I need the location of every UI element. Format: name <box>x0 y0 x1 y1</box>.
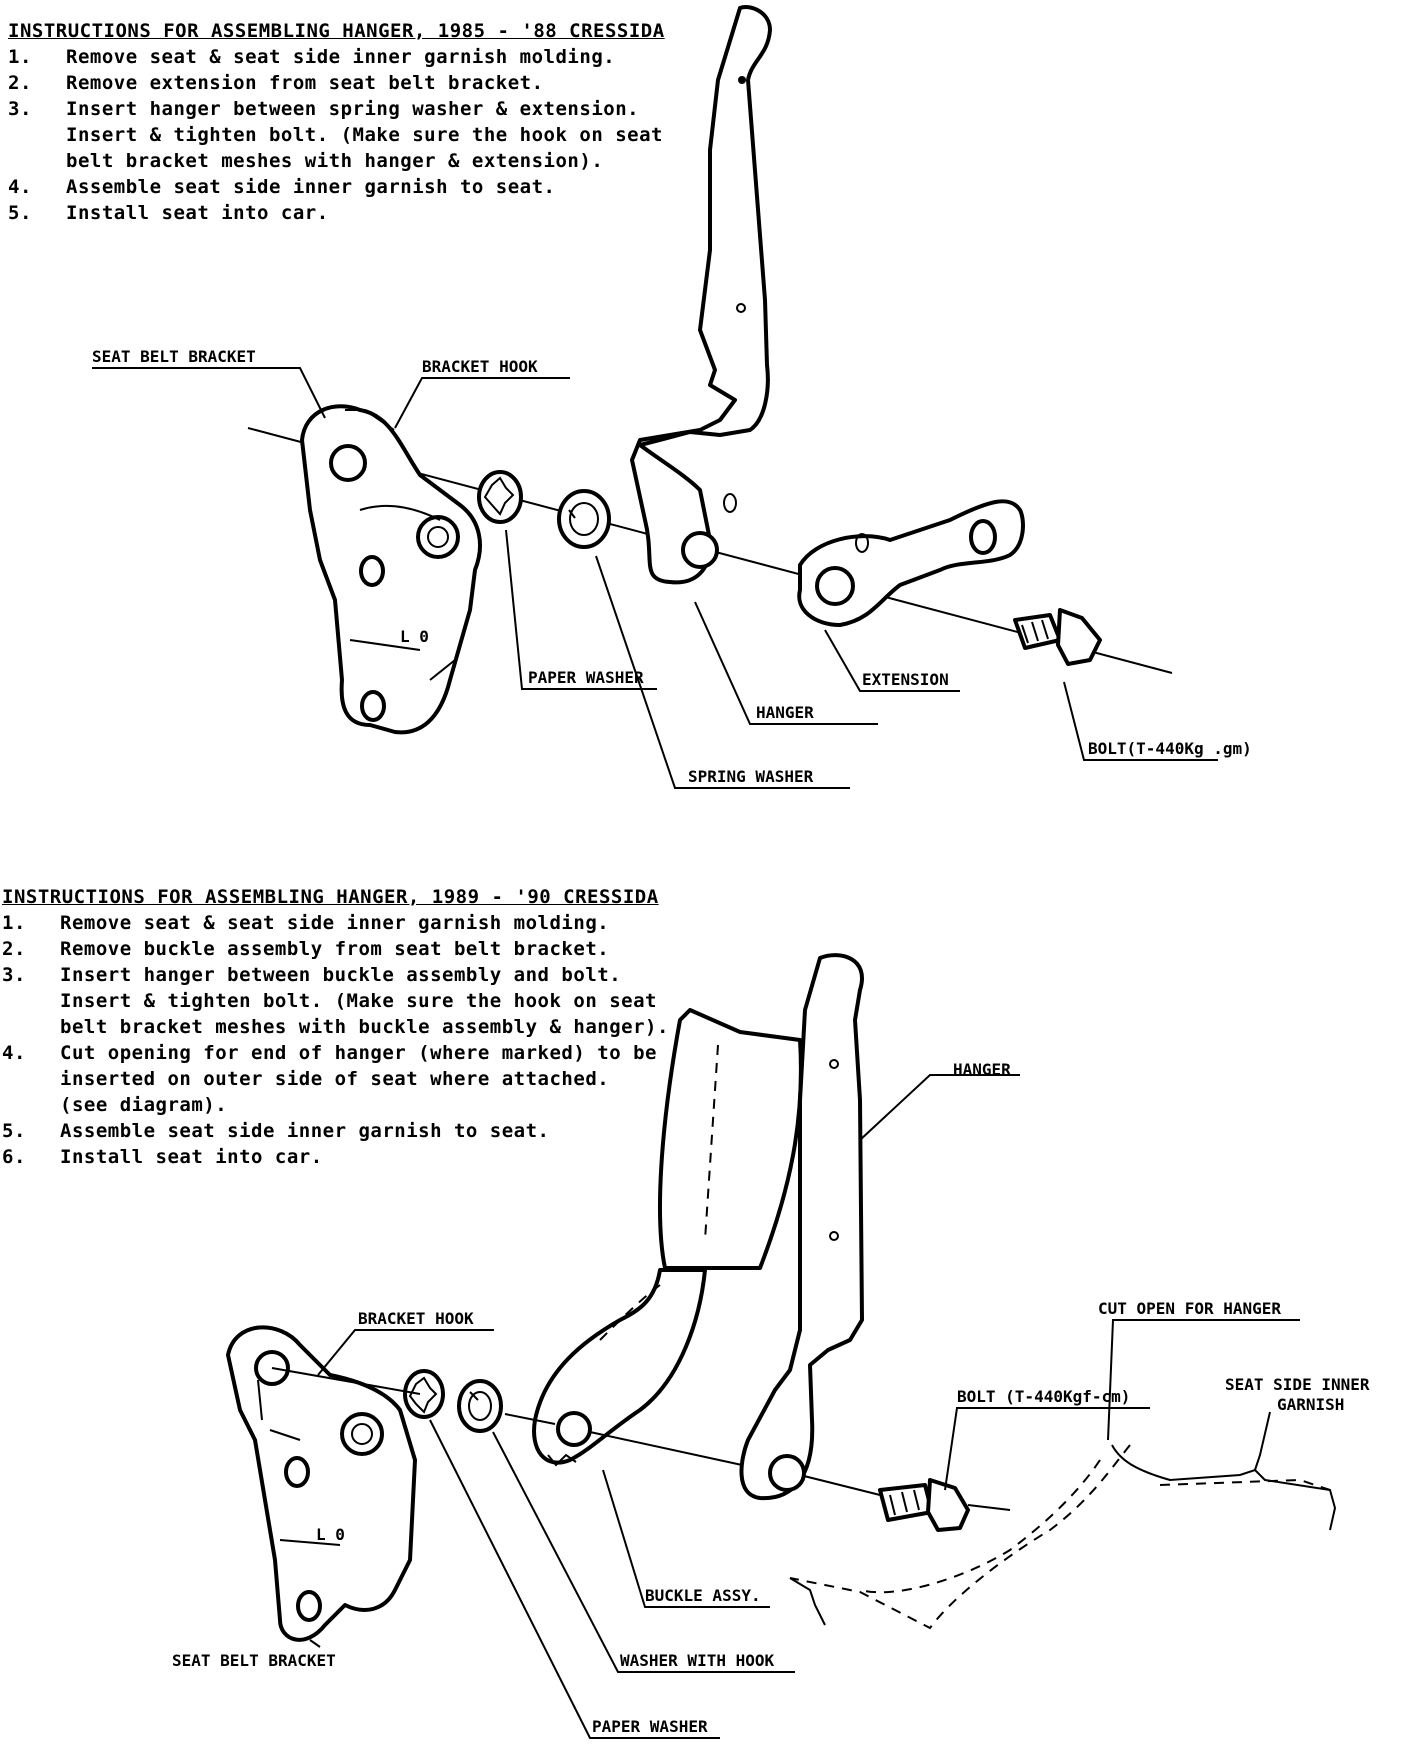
step-number: 5. <box>8 202 32 224</box>
list-item: 2. Remove buckle assembly from seat belt … <box>2 936 669 962</box>
hanger <box>630 5 772 585</box>
label-paper-washer: PAPER WASHER <box>528 668 644 687</box>
seat-belt-bracket-2: L 0 <box>226 1325 417 1642</box>
diagram-1985-88: L 0 <box>92 5 1252 789</box>
list-item: 5. Assemble seat side inner garnish to se… <box>2 1118 669 1144</box>
list-item: 2. Remove extension from seat belt bracke… <box>8 70 665 96</box>
diagram-1989-90: L 0 <box>172 953 1370 1739</box>
step-number: 6. <box>2 1146 26 1168</box>
section1-steps: 1. Remove seat & seat side inner garnish … <box>8 44 665 226</box>
label-paper-washer-2: PAPER WASHER <box>592 1717 708 1736</box>
assembly-axis-2 <box>271 1367 1011 1511</box>
label-seat-belt-bracket-2: SEAT BELT BRACKET <box>172 1651 336 1670</box>
leader-lines-2 <box>309 1074 1300 1739</box>
seat-belt-bracket: L 0 <box>300 404 482 735</box>
label-seat-belt-bracket: SEAT BELT BRACKET <box>92 347 256 366</box>
section2-title: INSTRUCTIONS FOR ASSEMBLING HANGER, 1989… <box>2 886 659 908</box>
hanger-2 <box>739 953 864 1501</box>
label-bolt: BOLT(T-440Kg .gm) <box>1088 739 1252 758</box>
step-text: Assemble seat side inner garnish to seat… <box>66 176 556 198</box>
label-extension: EXTENSION <box>862 670 949 689</box>
label-spring-washer: SPRING WASHER <box>688 767 814 786</box>
list-item: 3. Insert hanger between buckle assembly … <box>2 962 669 1040</box>
list-item: 5. Install seat into car. <box>8 200 665 226</box>
label-hanger: HANGER <box>756 703 814 722</box>
step-text: Remove extension from seat belt bracket. <box>66 72 544 94</box>
instructions-1989-90: INSTRUCTIONS FOR ASSEMBLING HANGER, 1989… <box>2 884 669 1170</box>
step-text: Install seat into car. <box>66 202 329 224</box>
label-bracket-hook-2: BRACKET HOOK <box>358 1309 474 1328</box>
step-number: 2. <box>2 938 26 960</box>
label-washer-with-hook: WASHER WITH HOOK <box>620 1651 774 1670</box>
step-number: 3. <box>8 98 32 120</box>
label-seat-side-inner-garnish-line2: GARNISH <box>1277 1395 1344 1414</box>
washer-with-hook <box>457 1379 503 1433</box>
label-buckle-assy: BUCKLE ASSY. <box>645 1586 761 1605</box>
list-item: 1. Remove seat & seat side inner garnish … <box>2 910 669 936</box>
step-number: 4. <box>2 1042 26 1064</box>
step-number: 1. <box>2 912 26 934</box>
label-bracket-hook: BRACKET HOOK <box>422 357 538 376</box>
spring-washer <box>557 489 611 549</box>
step-text: Install seat into car. <box>60 1146 323 1168</box>
seat-side-inner-garnish <box>789 1444 1337 1630</box>
list-item: 3. Insert hanger between spring washer & … <box>8 96 665 174</box>
step-text: Cut opening for end of hanger (where mar… <box>60 1042 657 1116</box>
bolt <box>1013 608 1102 666</box>
buckle-assembly <box>532 1008 803 1467</box>
list-item: 4. Assemble seat side inner garnish to se… <box>8 174 665 200</box>
step-text: Insert hanger between buckle assembly an… <box>60 964 669 1038</box>
step-text: Insert hanger between spring washer & ex… <box>66 98 663 172</box>
extension <box>797 499 1025 627</box>
list-item: 6. Install seat into car. <box>2 1144 669 1170</box>
instructions-1985-88: INSTRUCTIONS FOR ASSEMBLING HANGER, 1985… <box>8 18 665 226</box>
step-number: 5. <box>2 1120 26 1142</box>
step-text: Assemble seat side inner garnish to seat… <box>60 1120 550 1142</box>
label-bolt-2: BOLT (T-440Kgf-cm) <box>957 1387 1130 1406</box>
step-text: Remove buckle assembly from seat belt br… <box>60 938 610 960</box>
paper-washer-2 <box>403 1369 445 1419</box>
list-item: 4. Cut opening for end of hanger (where m… <box>2 1040 669 1118</box>
paper-washer <box>477 470 523 524</box>
section2-steps: 1. Remove seat & seat side inner garnish … <box>2 910 669 1170</box>
step-number: 2. <box>8 72 32 94</box>
leader-lines <box>92 367 1218 789</box>
step-number: 1. <box>8 46 32 68</box>
step-number: 4. <box>8 176 32 198</box>
bracket-mark-text: L 0 <box>400 627 429 646</box>
label-hanger-2: HANGER <box>953 1060 1011 1079</box>
step-text: Remove seat & seat side inner garnish mo… <box>66 46 616 68</box>
step-text: Remove seat & seat side inner garnish mo… <box>60 912 610 934</box>
bracket-hook <box>345 409 395 431</box>
section1-title: INSTRUCTIONS FOR ASSEMBLING HANGER, 1985… <box>8 20 665 42</box>
bracket-mark-text-2: L 0 <box>316 1525 345 1544</box>
step-number: 3. <box>2 964 26 986</box>
list-item: 1. Remove seat & seat side inner garnish … <box>8 44 665 70</box>
bolt-2 <box>878 1478 970 1532</box>
label-seat-side-inner-garnish-line1: SEAT SIDE INNER <box>1225 1375 1370 1394</box>
label-cut-open-for-hanger: CUT OPEN FOR HANGER <box>1098 1299 1281 1318</box>
